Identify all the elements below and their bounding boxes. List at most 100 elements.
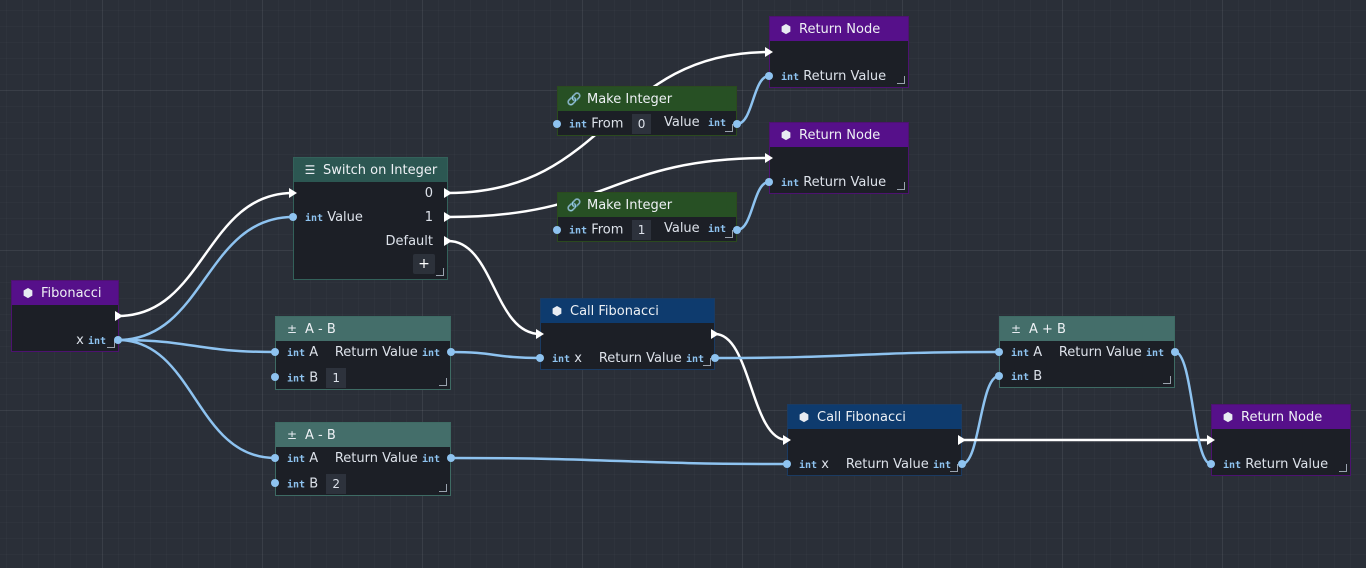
math-ops-icon: ± [1010,322,1022,336]
value-output-row: Value int [663,115,726,130]
cube-icon: ⬢ [780,128,792,142]
cube-icon: ⬢ [780,22,792,36]
return-node-3[interactable]: ⬢Return Node int Return Value [1211,404,1351,476]
node-header[interactable]: ±A - B [276,317,450,341]
a-input-pin[interactable] [995,348,1003,356]
x-input-pin[interactable] [536,354,544,362]
b-input-pin[interactable] [271,373,279,381]
return-value-output-pin[interactable] [447,454,455,462]
resize-grip[interactable] [703,358,711,366]
node-header[interactable]: 🔗Make Integer [558,87,736,111]
node-header[interactable]: ±A - B [276,423,450,447]
wire-fib-x-to-sub1-a [116,338,277,354]
return-value-output-pin[interactable] [958,460,966,468]
make-integer-node-1[interactable]: 🔗Make Integer int From 0 Value int [557,86,737,136]
cube-icon: ⬢ [1222,410,1234,424]
return-value-row: int Return Value [781,175,887,190]
call-fibonacci-node-1[interactable]: ⬢Call Fibonacci int x Return Value int [540,298,715,370]
exec-output-pin[interactable] [958,435,966,445]
switch-tree-icon: ☰ [304,163,316,177]
node-header[interactable]: ⬢Return Node [1212,405,1350,429]
switch-on-integer-node[interactable]: ☰Switch on Integer 0 int Value 1 Default… [293,157,448,280]
b-input-row: int B 2 [287,474,347,494]
b-value-field[interactable]: 1 [326,368,347,388]
node-header[interactable]: ⬢Call Fibonacci [541,299,714,323]
default-exec-pin[interactable] [444,236,452,246]
add-circle-icon: + [418,256,430,272]
exec-input-pin[interactable] [783,435,791,445]
node-header[interactable]: ±A + B [1000,317,1174,341]
node-header[interactable]: ☰Switch on Integer [294,158,447,182]
return-value-output-pin[interactable] [711,354,719,362]
fibonacci-node[interactable]: ⬢Fibonacci x int [11,280,119,352]
wire-exec-fib-to-switch [116,191,295,318]
node-header[interactable]: ⬢Fibonacci [12,281,118,305]
return-value-output-pin[interactable] [1171,348,1179,356]
resize-grip[interactable] [950,464,958,472]
return-value-input-pin[interactable] [1207,460,1215,468]
node-header[interactable]: ⬢Return Node [770,123,908,147]
value-input-pin[interactable] [289,213,297,221]
b-value-field[interactable]: 2 [326,474,347,494]
value-output-row: Value int [663,221,726,236]
resize-grip[interactable] [439,378,447,386]
wire-sub1-to-call1-x [449,350,542,360]
resize-grip[interactable] [107,340,115,348]
node-header[interactable]: ⬢Return Node [770,17,908,41]
exec-input-pin[interactable] [1207,435,1215,445]
resize-grip[interactable] [725,124,733,132]
return-node-1[interactable]: ⬢Return Node int Return Value [769,16,909,88]
link-icon: 🔗 [566,198,582,212]
add-case-button[interactable]: + [413,254,435,274]
return-node-2[interactable]: ⬢Return Node int Return Value [769,122,909,194]
from-input-pin[interactable] [553,120,561,128]
wire-sub2-to-call2-x [449,456,789,466]
node-header[interactable]: ⬢Call Fibonacci [788,405,961,429]
exec-input-pin[interactable] [536,329,544,339]
resize-grip[interactable] [439,484,447,492]
call-fibonacci-node-2[interactable]: ⬢Call Fibonacci int x Return Value int [787,404,962,476]
x-input-pin[interactable] [783,460,791,468]
b-input-row: int B [1011,369,1043,384]
value-output-pin[interactable] [733,120,741,128]
math-ops-icon: ± [286,428,298,442]
wire-fib-x-to-sub2-a [116,338,277,460]
a-input-row: int A [287,451,319,466]
return-value-output-pin[interactable] [447,348,455,356]
node-header[interactable]: 🔗Make Integer [558,193,736,217]
resize-grip[interactable] [725,230,733,238]
x-output-pin[interactable] [114,336,122,344]
b-input-row: int B 1 [287,368,347,388]
return-value-output-row: Return Value int [334,345,440,360]
x-output-row: x int [76,333,106,348]
resize-grip[interactable] [1163,376,1171,384]
resize-grip[interactable] [1339,464,1347,472]
from-value-field[interactable]: 0 [631,114,652,134]
b-input-pin[interactable] [271,479,279,487]
resize-grip[interactable] [897,76,905,84]
make-integer-node-2[interactable]: 🔗Make Integer int From 1 Value int [557,192,737,242]
wire-exec-default-to-call1 [446,239,542,336]
a-input-pin[interactable] [271,348,279,356]
value-output-pin[interactable] [733,226,741,234]
from-input-pin[interactable] [553,226,561,234]
exec-input-pin[interactable] [289,188,297,198]
case-0-exec-pin[interactable] [444,188,452,198]
return-value-input-pin[interactable] [765,178,773,186]
from-value-field[interactable]: 1 [631,220,652,240]
return-value-row: int Return Value [781,69,887,84]
case-1-exec-pin[interactable] [444,212,452,222]
exec-input-pin[interactable] [765,153,773,163]
exec-output-pin[interactable] [115,311,123,321]
subtract-node-2[interactable]: ±A - B int A Return Value int int B 2 [275,422,451,496]
case-0-row: 0 [424,186,433,201]
resize-grip[interactable] [436,268,444,276]
add-node[interactable]: ±A + B int A Return Value int int B [999,316,1175,388]
a-input-pin[interactable] [271,454,279,462]
resize-grip[interactable] [897,182,905,190]
return-value-input-pin[interactable] [765,72,773,80]
exec-output-pin[interactable] [711,329,719,339]
b-input-pin[interactable] [995,372,1003,380]
exec-input-pin[interactable] [765,47,773,57]
subtract-node-1[interactable]: ±A - B int A Return Value int int B 1 [275,316,451,390]
